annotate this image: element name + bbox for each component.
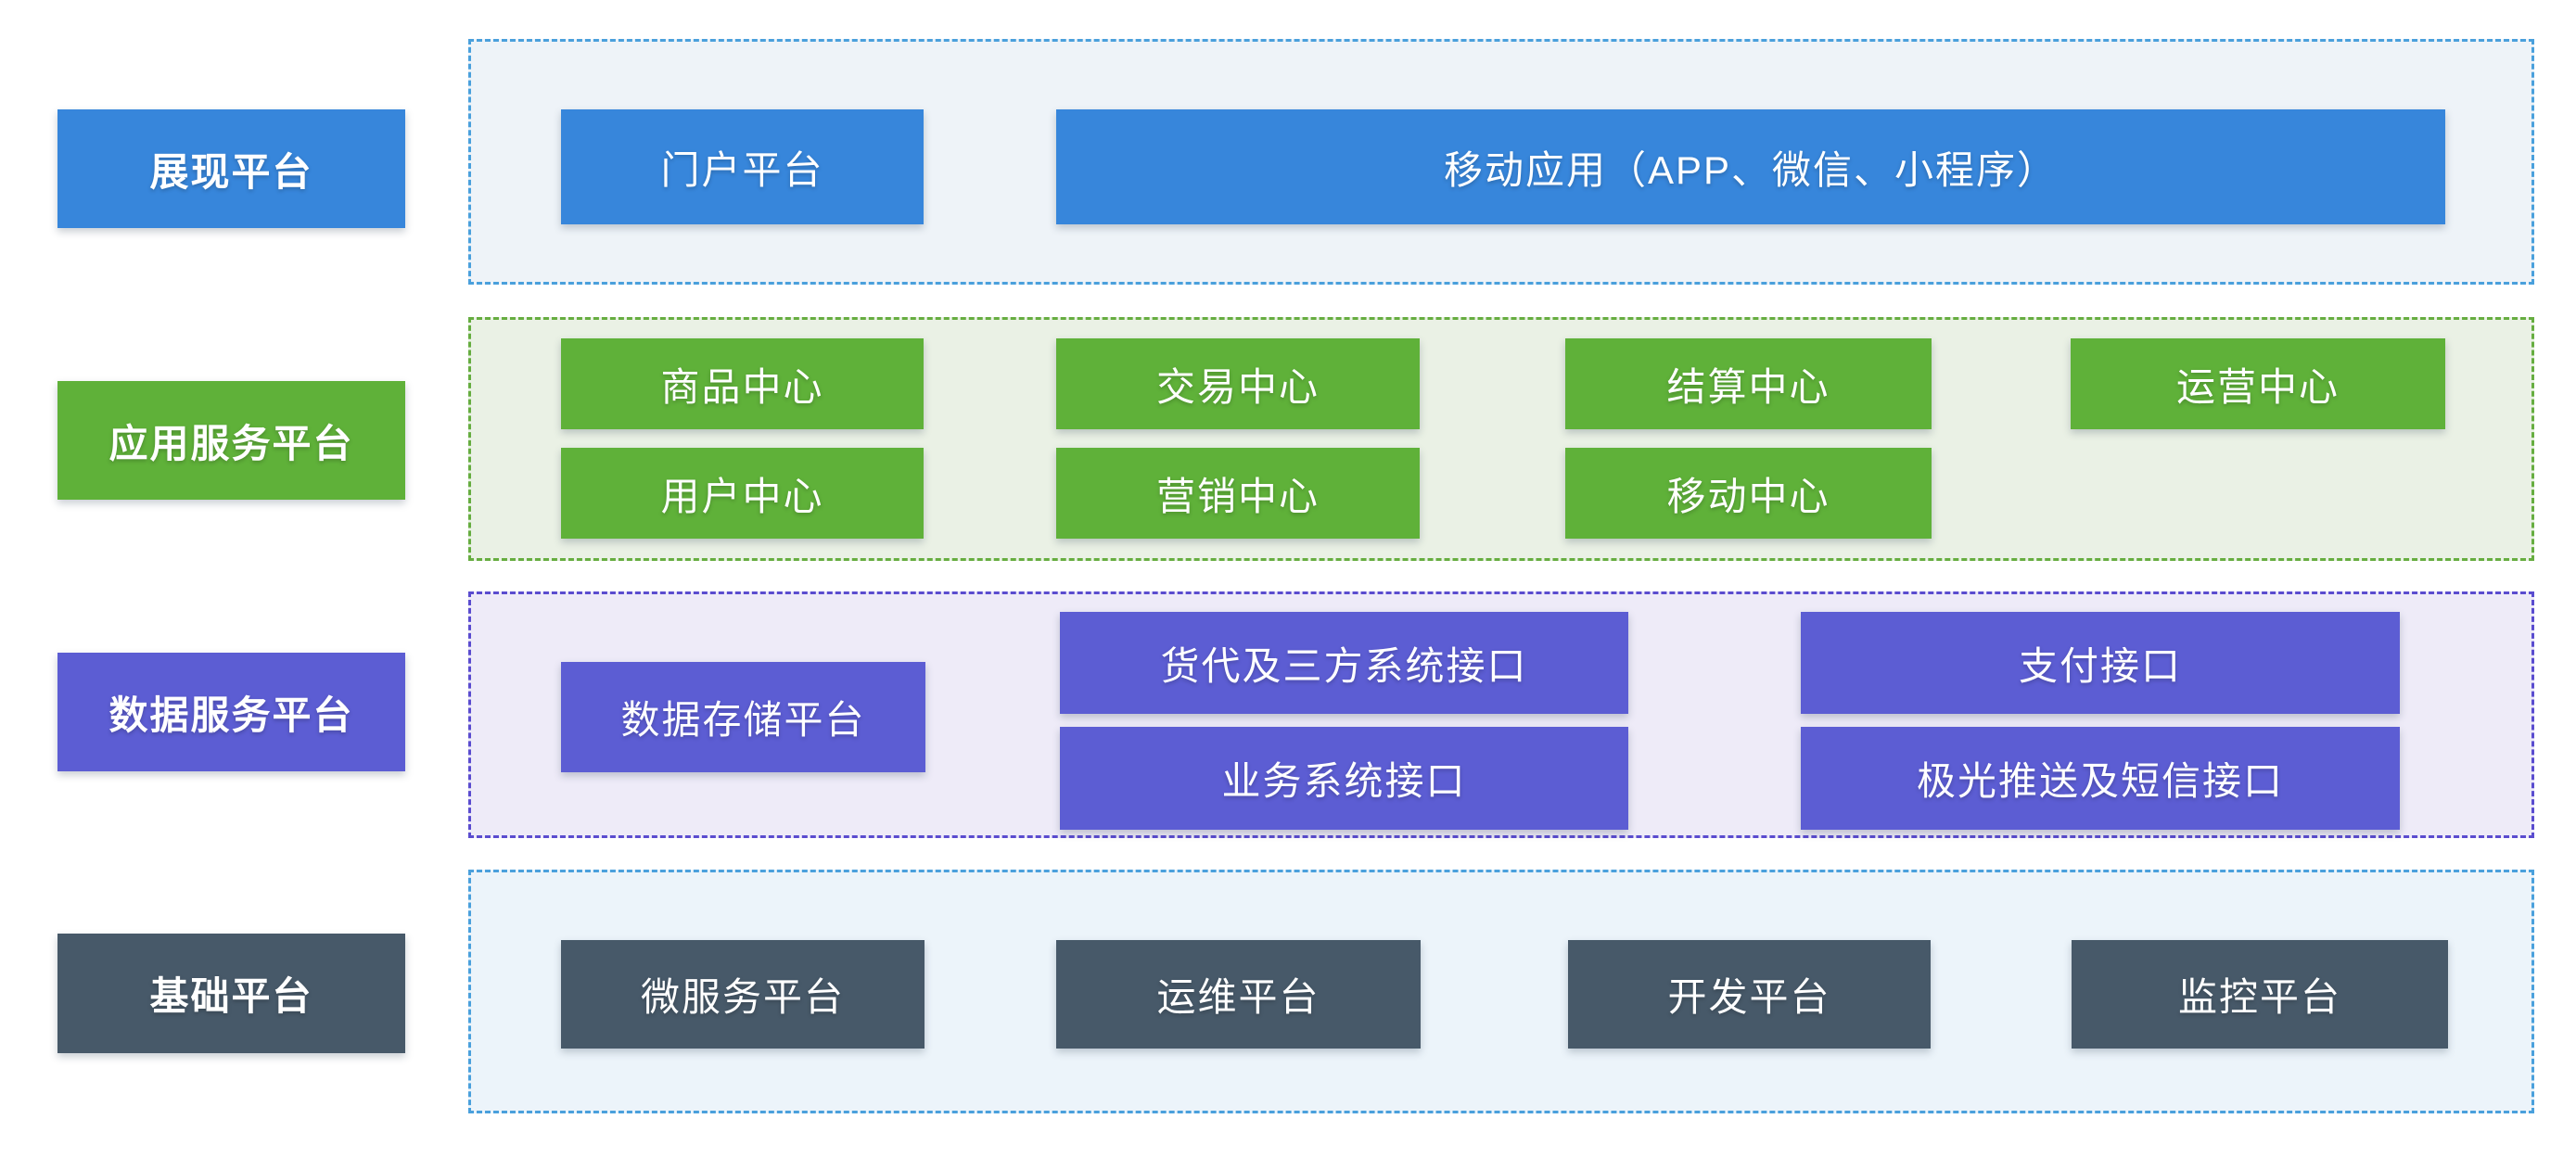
node-text: 营销中心	[1155, 474, 1320, 518]
node-text: 移动应用（APP、微信、小程序）	[1443, 147, 2059, 192]
node-text: 交易中心	[1155, 364, 1320, 409]
node-business-system-interface: 业务系统接口	[1060, 727, 1628, 830]
node-jpush-sms-interface: 极光推送及短信接口	[1801, 727, 2400, 830]
node-settlement-center: 结算中心	[1565, 338, 1932, 429]
node-microservice-platform: 微服务平台	[561, 940, 925, 1049]
node-freight-third-party-interface: 货代及三方系统接口	[1060, 612, 1628, 714]
node-text: 商品中心	[660, 364, 824, 409]
layer-label-text: 数据服务平台	[108, 693, 354, 737]
layer-label-text: 基础平台	[149, 974, 313, 1018]
layer-container-presentation: 门户平台 移动应用（APP、微信、小程序）	[468, 39, 2534, 285]
node-mobile-center: 移动中心	[1565, 448, 1932, 539]
node-text: 移动中心	[1666, 474, 1830, 518]
layer-label-data-service: 数据服务平台	[57, 653, 405, 771]
node-data-storage-platform: 数据存储平台	[561, 662, 925, 772]
node-text: 监控平台	[2177, 975, 2341, 1019]
node-user-center: 用户中心	[561, 448, 924, 539]
node-text: 运营中心	[2175, 364, 2340, 409]
node-payment-interface: 支付接口	[1801, 612, 2400, 714]
node-portal-platform: 门户平台	[561, 109, 924, 224]
node-text: 开发平台	[1667, 975, 1831, 1019]
node-product-center: 商品中心	[561, 338, 924, 429]
layer-label-text: 应用服务平台	[108, 421, 354, 465]
node-text: 用户中心	[660, 474, 824, 518]
node-text: 运维平台	[1156, 975, 1320, 1019]
layer-container-app-service: 商品中心 交易中心 结算中心 运营中心 用户中心 营销中心 移动中心	[468, 317, 2534, 561]
layer-label-foundation: 基础平台	[57, 934, 405, 1053]
node-text: 数据存储平台	[620, 698, 866, 742]
node-text: 门户平台	[660, 147, 824, 192]
node-trade-center: 交易中心	[1056, 338, 1420, 429]
node-text: 支付接口	[2018, 643, 2182, 688]
layer-label-text: 展现平台	[149, 149, 313, 194]
layer-label-presentation: 展现平台	[57, 109, 405, 228]
node-operation-center: 运营中心	[2071, 338, 2445, 429]
node-text: 极光推送及短信接口	[1916, 759, 2284, 803]
node-marketing-center: 营销中心	[1056, 448, 1420, 539]
node-text: 货代及三方系统接口	[1160, 643, 1528, 688]
node-monitor-platform: 监控平台	[2072, 940, 2448, 1049]
node-mobile-app: 移动应用（APP、微信、小程序）	[1056, 109, 2445, 224]
layer-container-foundation: 微服务平台 运维平台 开发平台 监控平台	[468, 870, 2534, 1113]
node-text: 业务系统接口	[1221, 759, 1467, 803]
node-dev-platform: 开发平台	[1568, 940, 1931, 1049]
node-text: 结算中心	[1666, 364, 1830, 409]
layer-label-app-service: 应用服务平台	[57, 381, 405, 500]
layer-container-data-service: 数据存储平台 货代及三方系统接口 业务系统接口 支付接口 极光推送及短信接口	[468, 591, 2534, 838]
node-text: 微服务平台	[640, 975, 845, 1019]
node-ops-platform: 运维平台	[1056, 940, 1421, 1049]
